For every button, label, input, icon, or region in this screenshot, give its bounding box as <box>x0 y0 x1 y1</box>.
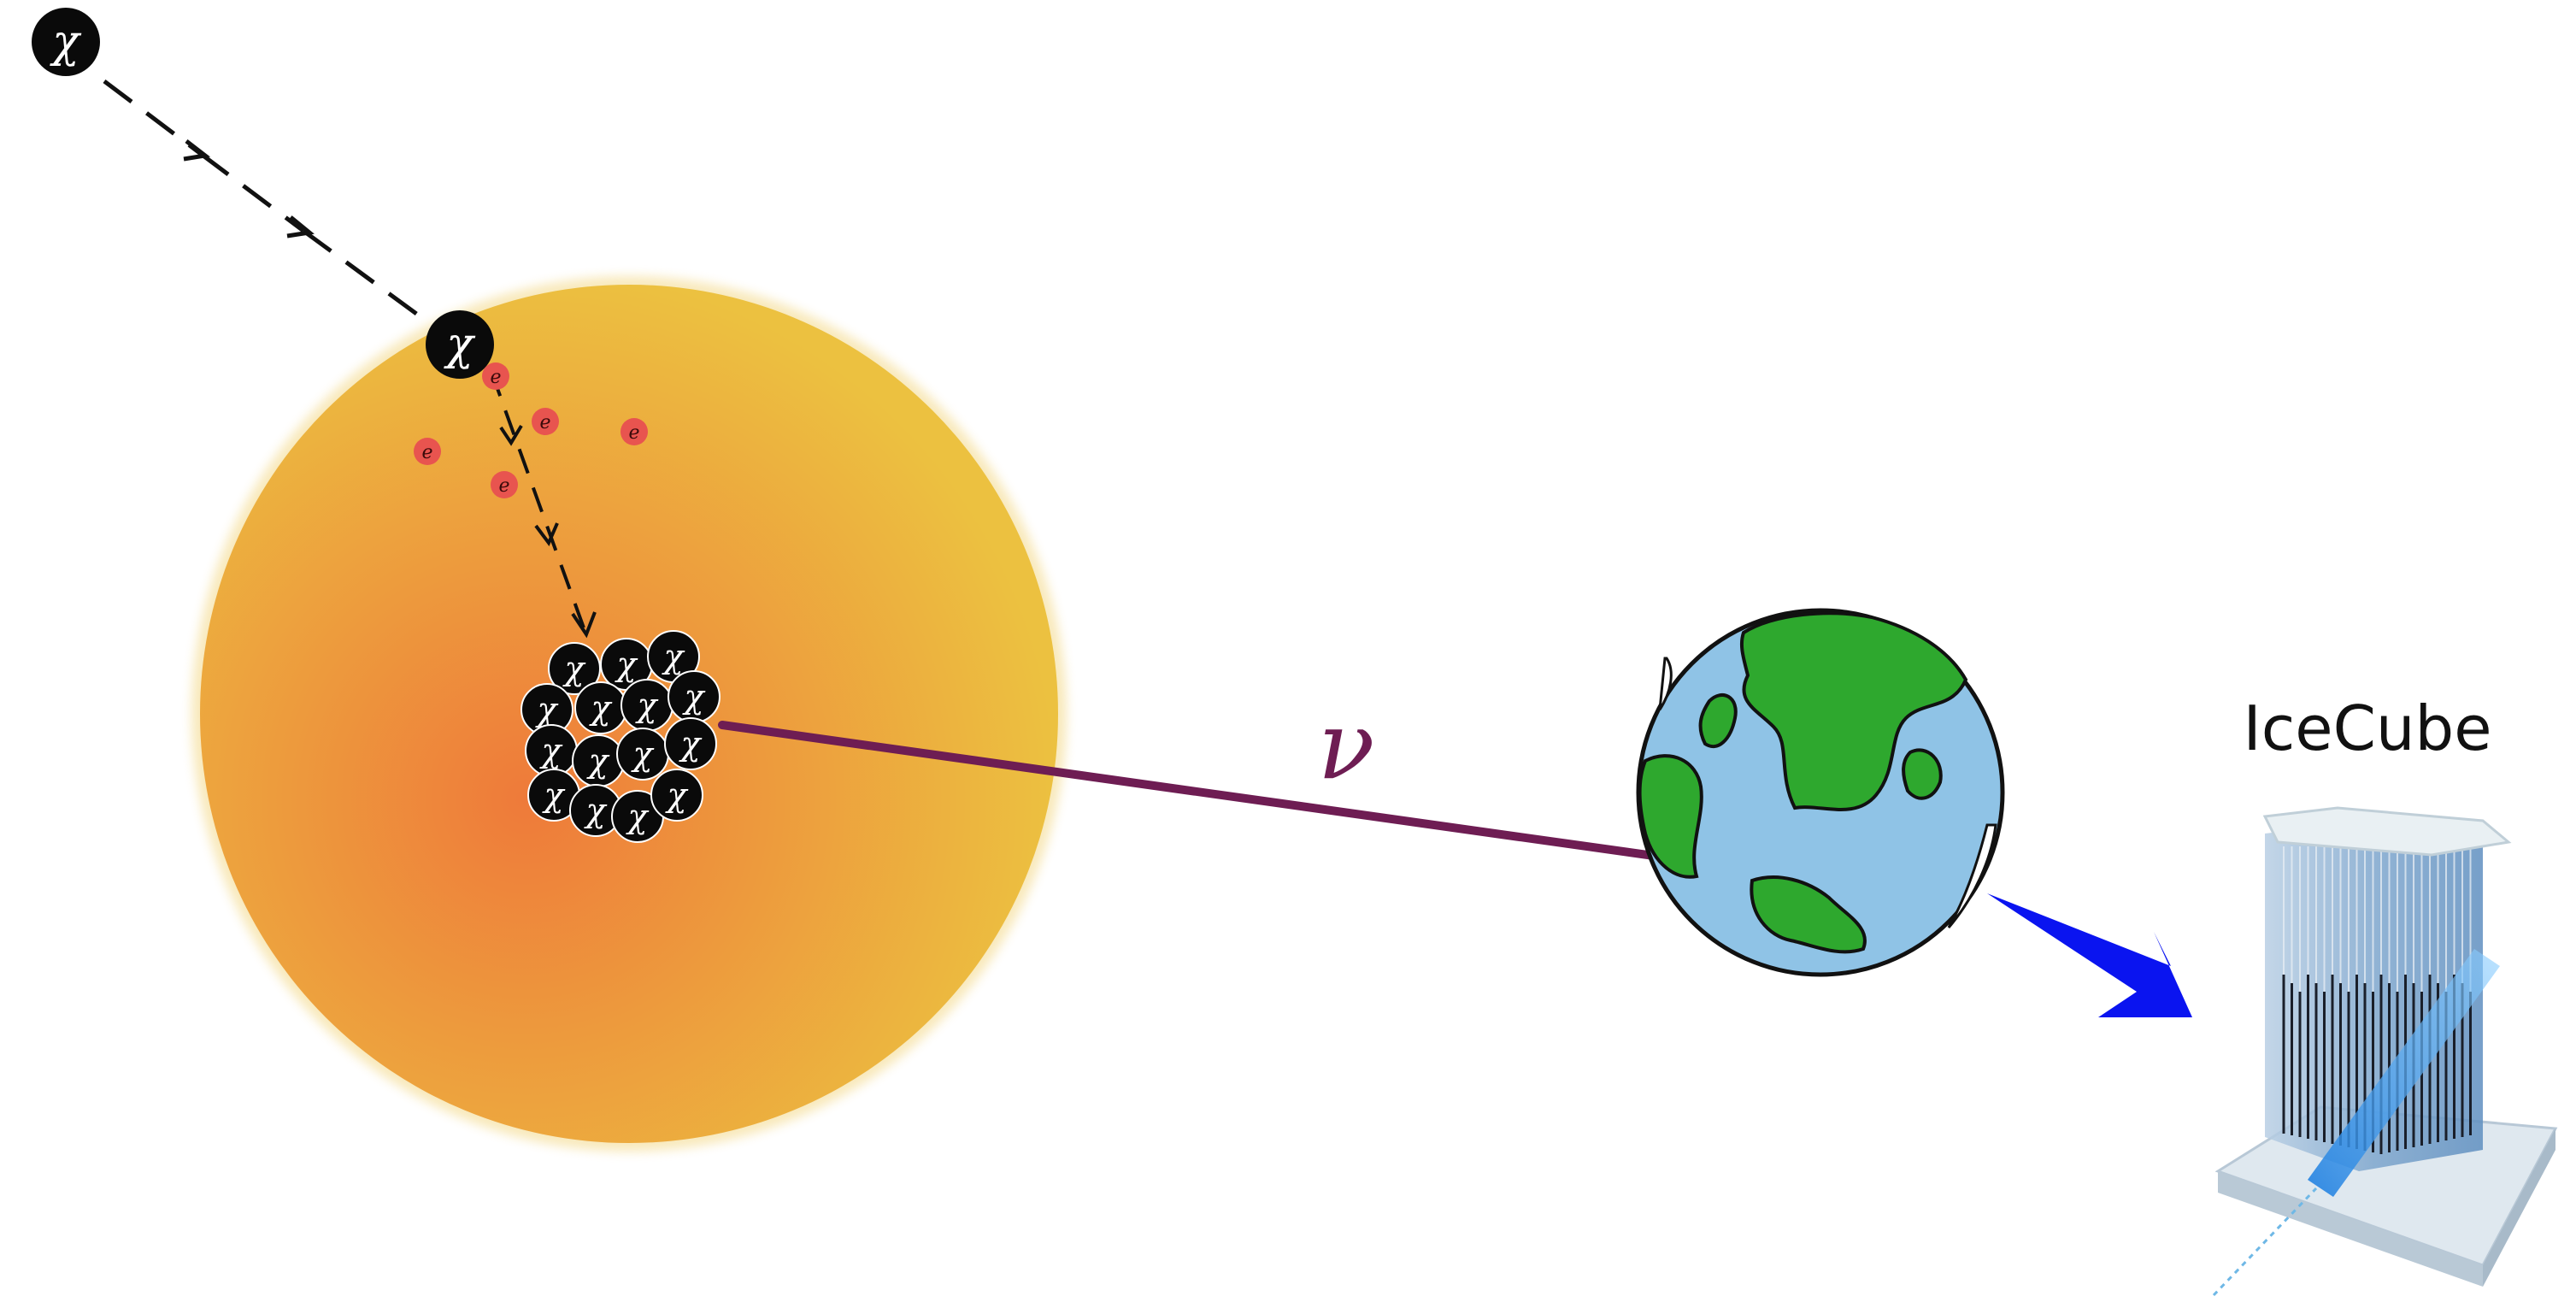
electron-symbol: e <box>498 475 509 497</box>
dark-matter-symbol: χ <box>585 742 609 780</box>
dark-matter-symbol: χ <box>625 798 649 835</box>
dark-matter-symbol: χ <box>634 686 658 724</box>
electron: e <box>491 471 518 498</box>
dark-matter-symbol: χ <box>538 732 562 769</box>
dark-matter-particle: χ <box>520 683 573 736</box>
electron-symbol: e <box>490 367 501 388</box>
dark-matter-symbol: χ <box>661 638 685 675</box>
sinking-trajectory <box>490 371 597 639</box>
dark-matter-symbol: χ <box>588 689 612 727</box>
icecube-detector: IceCube <box>2212 692 2558 1297</box>
dark-matter-particle-incoming: χ <box>32 8 100 76</box>
electron-symbol: e <box>539 412 550 433</box>
dark-matter-symbol: χ <box>664 776 688 814</box>
dark-matter-symbol: χ <box>678 725 702 763</box>
electrons: e e e e e <box>414 362 648 498</box>
dark-matter-symbol: χ <box>562 650 585 687</box>
earth-continent <box>1698 692 1738 749</box>
electron-symbol: e <box>421 442 432 463</box>
dark-matter-symbol: χ <box>681 678 705 716</box>
earth-continent <box>1739 611 1968 811</box>
dark-matter-particle: χ <box>620 679 673 732</box>
electron: e <box>532 408 559 435</box>
earth-continent <box>1750 875 1867 954</box>
dark-matter-particle: χ <box>527 769 580 822</box>
dark-matter-particle: χ <box>572 734 625 787</box>
dark-matter-particle: χ <box>616 728 669 781</box>
dark-matter-particle: χ <box>668 670 720 723</box>
dark-matter-symbol: χ <box>614 645 638 683</box>
dark-matter-symbol: χ <box>630 735 654 773</box>
earth-ice-sliver <box>1658 657 1673 710</box>
dark-matter-particle: χ <box>548 642 601 695</box>
dark-matter-particle: χ <box>569 784 622 837</box>
dark-matter-particle: χ <box>574 681 627 734</box>
dark-matter-particle: χ <box>650 769 703 822</box>
dark-matter-particle: χ <box>647 630 700 683</box>
icecube-light-beam <box>2308 949 2500 1197</box>
dark-matter-particle-surface: χ <box>426 310 494 379</box>
dark-matter-symbol: χ <box>583 792 607 829</box>
electron-symbol: e <box>628 422 639 444</box>
earth-continent <box>1902 748 1943 800</box>
dark-matter-particle: χ <box>611 790 664 843</box>
incoming-trajectory <box>103 80 433 327</box>
detector-pointer-arrow <box>1987 893 2192 1017</box>
dark-matter-symbol: χ <box>49 16 82 68</box>
icecube-track <box>2212 1187 2318 1297</box>
icecube-label: IceCube <box>2243 692 2491 764</box>
electron: e <box>620 418 648 445</box>
electron: e <box>414 438 441 465</box>
earth-ice-sliver <box>1947 823 1997 928</box>
dark-matter-particle: χ <box>664 717 717 770</box>
dark-matter-symbol: χ <box>541 776 565 814</box>
dark-matter-symbol: χ <box>534 691 558 728</box>
electron: e <box>482 362 509 390</box>
dark-matter-symbol: χ <box>443 319 476 370</box>
dark-matter-particle: χ <box>525 724 578 777</box>
icecube-top <box>2262 806 2512 857</box>
earth <box>1636 608 2005 977</box>
neutrino-symbol: ν <box>1318 691 1375 800</box>
earth-continent <box>1638 754 1703 879</box>
